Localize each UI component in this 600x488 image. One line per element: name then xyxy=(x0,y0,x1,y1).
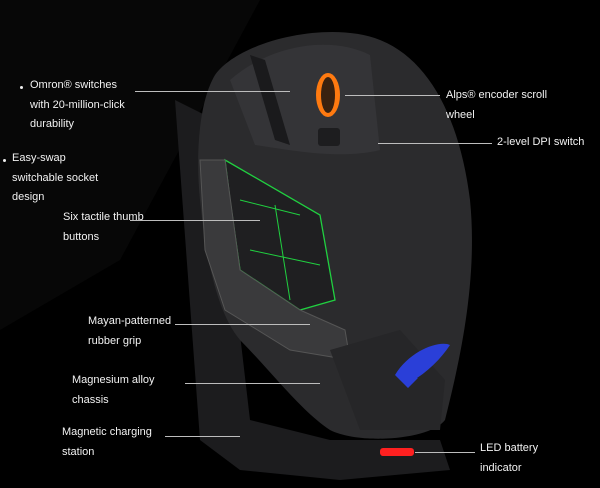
dpi-leader xyxy=(378,143,492,144)
grip-leader xyxy=(175,324,310,325)
label-line: Six tactile thumb xyxy=(63,211,144,223)
label-rubber-grip: Mayan-patterned rubber grip xyxy=(88,312,171,351)
label-line: indicator xyxy=(480,461,522,474)
wheel-leader xyxy=(345,95,440,96)
label-line: station xyxy=(62,445,95,458)
dpi-switch xyxy=(318,128,340,146)
label-line: Mayan-patterned xyxy=(88,315,172,327)
label-line: switchable socket xyxy=(12,171,99,184)
rog-logo xyxy=(395,343,450,388)
label-thumb-buttons: Six tactile thumb buttons xyxy=(63,208,144,247)
thumb-leader xyxy=(130,220,260,221)
label-line: 2-level DPI switch xyxy=(497,136,585,148)
label-dpi-switch: 2-level DPI switch xyxy=(497,133,584,153)
label-line: Alps® encoder scroll xyxy=(446,89,548,101)
label-omron-switches: Omron® switches with 20-million-click du… xyxy=(30,76,125,135)
label-chassis: Magnesium alloy chassis xyxy=(72,371,155,410)
label-line: wheel xyxy=(446,108,475,121)
bullet-icon xyxy=(20,86,23,89)
label-line: with 20-million-click xyxy=(30,98,125,111)
label-socket-design: Easy-swap switchable socket design xyxy=(12,149,98,208)
led-battery-indicator xyxy=(380,448,414,456)
label-line: Omron® switches xyxy=(30,79,117,91)
label-line: buttons xyxy=(63,230,100,243)
label-line: Easy-swap xyxy=(12,152,66,164)
charging-station xyxy=(175,100,450,480)
chassis-leader xyxy=(185,383,320,384)
label-line: chassis xyxy=(72,393,109,406)
label-line: Magnetic charging xyxy=(62,426,152,438)
label-line: durability xyxy=(30,118,75,130)
label-line: design xyxy=(12,191,45,203)
label-led-indicator: LED battery indicator xyxy=(480,439,538,478)
led-leader xyxy=(415,452,475,453)
station-leader xyxy=(165,436,240,437)
label-line: LED battery xyxy=(480,442,539,454)
label-line: Magnesium alloy xyxy=(72,374,155,386)
omron-leader xyxy=(135,91,290,92)
label-charging-station: Magnetic charging station xyxy=(62,423,152,462)
label-line: rubber grip xyxy=(88,334,142,347)
label-scroll-wheel: Alps® encoder scroll wheel xyxy=(446,86,547,125)
bullet-icon xyxy=(3,159,6,162)
